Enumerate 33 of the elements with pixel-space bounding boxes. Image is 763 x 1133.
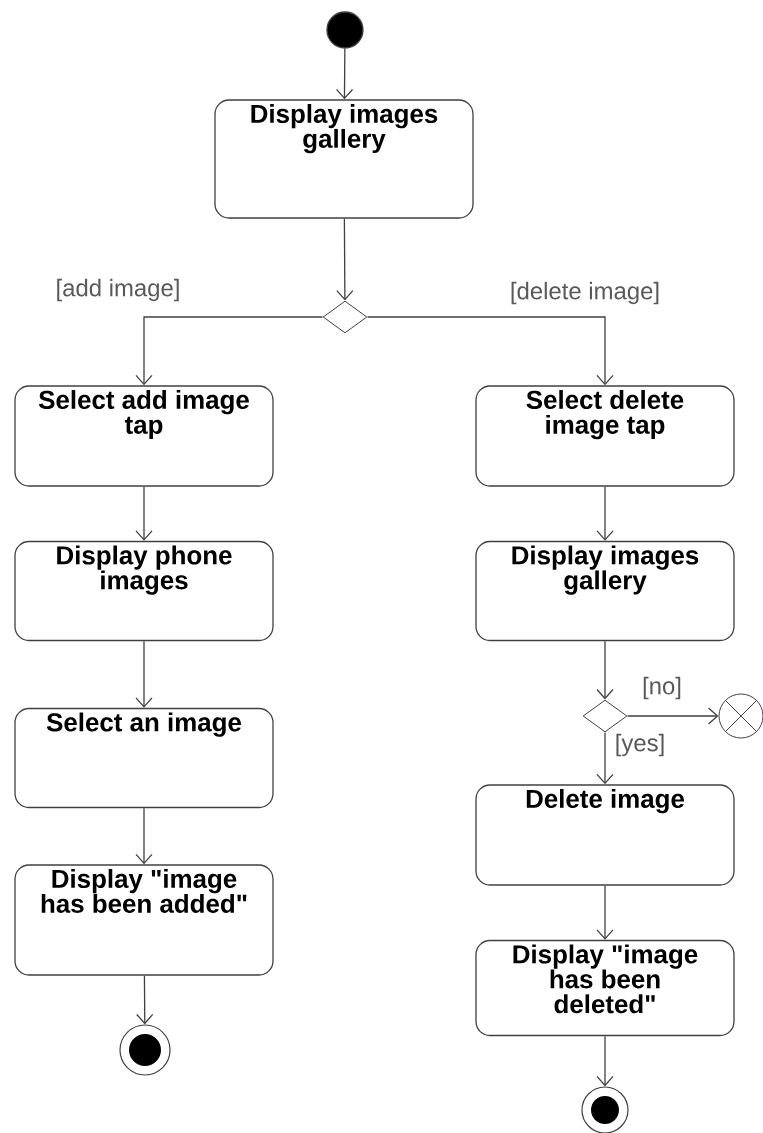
decision-diamond	[582, 699, 628, 733]
arrow	[135, 640, 153, 708]
decision-diamond	[322, 300, 368, 334]
action-box: Select delete image tap	[475, 385, 735, 487]
start-dot	[326, 11, 364, 49]
arrow	[135, 486, 153, 541]
arrow	[596, 640, 614, 700]
action-box: Delete image	[475, 784, 735, 886]
action-box: Select an image	[14, 707, 274, 809]
action-box: Display "image has been deleted"	[475, 939, 735, 1037]
edge-label: [no]	[643, 676, 681, 700]
arrow	[596, 1035, 614, 1087]
arrow	[366, 316, 614, 386]
end-bullseye	[581, 1086, 629, 1133]
end-bullseye	[119, 1024, 171, 1076]
action-box: Display images gallery	[475, 540, 735, 642]
arrow	[336, 218, 354, 301]
arrow	[335, 48, 354, 100]
arrow	[135, 807, 153, 865]
arrow	[136, 975, 154, 1025]
arrow	[596, 731, 614, 785]
edge-label: [add image]	[57, 278, 179, 302]
arrow	[135, 316, 324, 386]
crossed-circle	[718, 693, 763, 739]
action-box: Display phone images	[14, 540, 274, 642]
arrow	[596, 486, 614, 541]
edge-label: [delete image]	[511, 281, 659, 305]
action-box: Display "image has been added"	[14, 864, 274, 976]
action-box: Display images gallery	[214, 99, 474, 219]
arrow	[596, 885, 614, 940]
edge-label: [yes]	[616, 733, 664, 757]
arrow	[626, 707, 719, 725]
action-box: Select add image tap	[14, 385, 274, 487]
